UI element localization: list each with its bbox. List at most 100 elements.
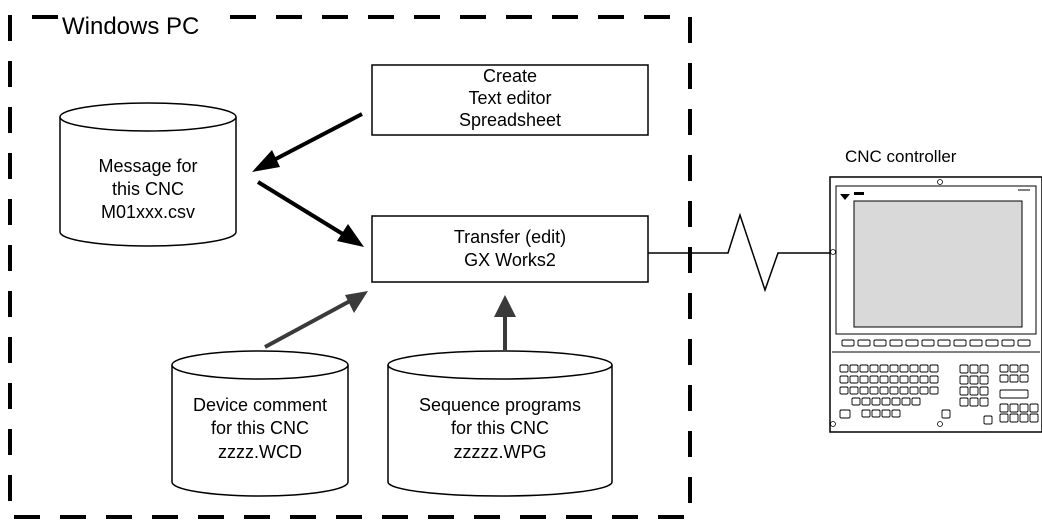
cnc-controller (829, 176, 1042, 433)
create-node: Create Text editor Spreadsheet (371, 64, 649, 136)
sequence-cylinder-top (387, 350, 613, 380)
device-cylinder-body (171, 365, 349, 497)
function-key (905, 339, 919, 347)
numeric-key (959, 364, 969, 374)
control-key (1029, 403, 1039, 413)
function-key (857, 339, 871, 347)
keypad-key (839, 386, 849, 395)
communication-line (648, 212, 830, 293)
keypad-key (851, 397, 861, 406)
pc-region-title: Windows PC (62, 13, 199, 40)
device-line-3: zzzz.WCD (218, 442, 302, 462)
screw-left (830, 249, 836, 255)
keypad-key (919, 364, 929, 373)
control-key (1019, 364, 1029, 373)
device-cylinder: Device comment for this CNC zzzz.WCD (171, 350, 349, 497)
message-cylinder-top (59, 102, 237, 132)
numeric-key (959, 386, 969, 396)
numeric-key (959, 375, 969, 385)
keypad-key (849, 386, 859, 395)
keypad-key (929, 386, 939, 395)
numeric-key (969, 397, 979, 407)
screw-bottom-left (830, 421, 836, 427)
keypad-key (861, 409, 871, 418)
numeric-key (959, 397, 969, 407)
transfer-node: Transfer (edit) GX Works2 (371, 215, 649, 283)
numeric-key (969, 375, 979, 385)
numeric-key (979, 397, 989, 407)
keypad-key (849, 364, 859, 373)
communication-link (648, 212, 830, 293)
windows-pc-region: Windows PC (8, 13, 692, 519)
function-key (985, 339, 999, 347)
function-key (841, 339, 855, 347)
numeric-key (969, 386, 979, 396)
brand-logo-mark (854, 192, 864, 195)
sequence-line-3: zzzzz.WPG (454, 442, 547, 462)
arrow-message-to-transfer (256, 180, 364, 247)
create-line-1: Create (483, 66, 537, 86)
control-key (1009, 374, 1019, 383)
function-key (969, 339, 983, 347)
keypad-key (879, 364, 889, 373)
keypad-key (839, 409, 851, 419)
keypad-key (869, 386, 879, 395)
keypad-key (839, 375, 849, 384)
cnc-controller-label: CNC controller (845, 147, 957, 166)
function-key (873, 339, 887, 347)
controller-screen (853, 200, 1023, 328)
arrow-sequence-to-transfer (494, 295, 516, 350)
brand-logo-icon (840, 194, 850, 200)
keypad-key (929, 364, 939, 373)
keypad-key (899, 375, 909, 384)
function-key (921, 339, 935, 347)
sequence-cylinder-body (387, 365, 613, 497)
keypad-key (869, 364, 879, 373)
function-key-row (841, 339, 1031, 347)
arrow-create-to-message (252, 112, 363, 172)
numeric-key (979, 364, 989, 374)
sequence-line-2: for this CNC (451, 418, 549, 438)
control-key (1009, 413, 1019, 423)
keypad-key (871, 409, 881, 418)
device-cylinder-top (171, 350, 349, 380)
keypad-key (871, 397, 881, 406)
control-key (999, 413, 1009, 423)
function-key (1001, 339, 1015, 347)
keypad-key (899, 386, 909, 395)
keypad-key (881, 397, 891, 406)
message-line-3: M01xxx.csv (101, 202, 195, 222)
message-cylinder-body (59, 117, 237, 247)
keypad-key (911, 397, 921, 406)
transfer-box (371, 215, 649, 283)
control-key (983, 415, 993, 425)
numeric-key (969, 364, 979, 374)
keypad-key (919, 386, 929, 395)
keypad-key (909, 375, 919, 384)
control-key (999, 364, 1009, 373)
keypad-key (941, 409, 951, 419)
keypad-key (859, 375, 869, 384)
message-line-2: this CNC (112, 179, 184, 199)
transfer-line-1: Transfer (edit) (454, 227, 566, 247)
function-key (953, 339, 967, 347)
keypad-key (929, 375, 939, 384)
control-key (1009, 364, 1019, 373)
keypad-key (859, 364, 869, 373)
keypad-key (891, 409, 901, 418)
numeric-key (979, 375, 989, 385)
keypad-key (891, 397, 901, 406)
keypad-key (901, 397, 911, 406)
control-key (1019, 374, 1029, 383)
keypad-key (879, 386, 889, 395)
keyboard-panel (839, 364, 1039, 425)
screw-top (937, 179, 943, 185)
keypad-key (899, 364, 909, 373)
message-line-1: Message for (98, 156, 197, 176)
arrow-device-to-transfer (264, 291, 368, 349)
transfer-line-2: GX Works2 (464, 250, 556, 270)
device-line-2: for this CNC (211, 418, 309, 438)
keypad-key (839, 364, 849, 373)
function-key (937, 339, 951, 347)
pc-boundary-dashed (8, 15, 692, 519)
